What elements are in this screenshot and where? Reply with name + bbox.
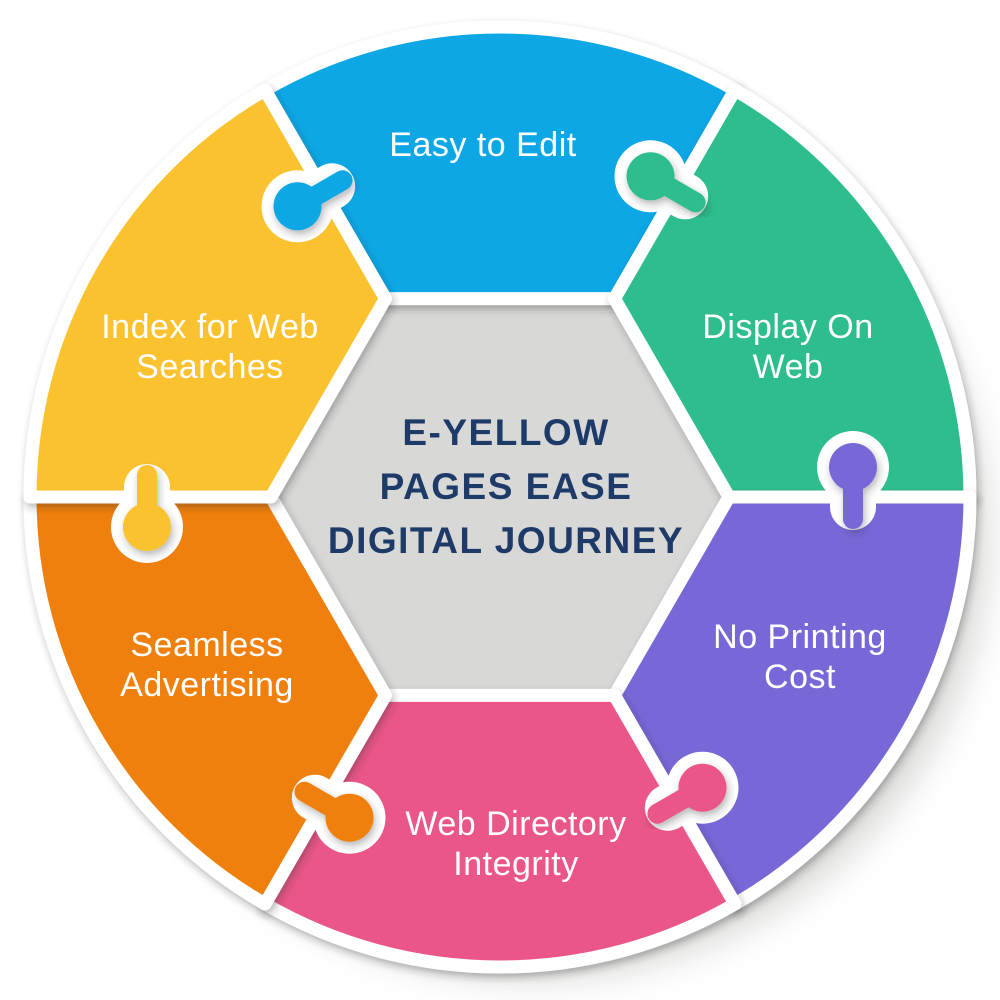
puzzle-knob-no-printing-cost (829, 443, 877, 529)
segment-easy-to-edit (258, 20, 742, 306)
puzzle-knob-display-on-web (626, 152, 706, 213)
puzzle-knob-seamless-advertising (294, 781, 374, 842)
center-title: E-YELLOW PAGES EASE DIGITAL JOURNEY (328, 412, 684, 561)
center-title-line: E-YELLOW (402, 412, 609, 453)
segment-label-easy-to-edit: Easy to Edit (389, 126, 576, 164)
puzzle-knob-index-for-web-searches (123, 465, 171, 551)
puzzle-knob-easy-to-edit (273, 170, 353, 231)
segment-label-line: Advertising (120, 666, 294, 704)
puzzle-pieces-layer (23, 20, 977, 974)
segment-label-line: Cost (764, 658, 836, 696)
knob-circle-display-on-web (626, 152, 675, 201)
segment-label-line: Web Directory (405, 805, 626, 843)
center-title-line: DIGITAL JOURNEY (328, 520, 684, 561)
segment-label-line: Searches (136, 348, 284, 386)
segment-label-line: Display On (702, 308, 873, 346)
puzzle-knob-web-directory-integrity (647, 763, 727, 824)
segment-label-line: Seamless (130, 626, 283, 664)
segment-label-line: No Printing (713, 618, 887, 656)
segment-label-line: Web (753, 348, 824, 386)
knob-layer (123, 152, 877, 842)
knob-circle-seamless-advertising (325, 793, 374, 842)
segment-web-directory-integrity (258, 688, 742, 974)
segment-label-line: Integrity (453, 845, 578, 883)
segment-label-line: Index for Web (101, 308, 319, 346)
knob-circle-index-for-web-searches (123, 503, 171, 551)
knob-circle-no-printing-cost (829, 443, 877, 491)
center-title-line: PAGES EASE (380, 466, 633, 507)
center-title-layer: E-YELLOW PAGES EASE DIGITAL JOURNEY (328, 412, 684, 561)
segment-label-line: Easy to Edit (389, 126, 576, 164)
knob-circle-web-directory-integrity (678, 763, 727, 812)
knob-circle-easy-to-edit (273, 182, 322, 231)
